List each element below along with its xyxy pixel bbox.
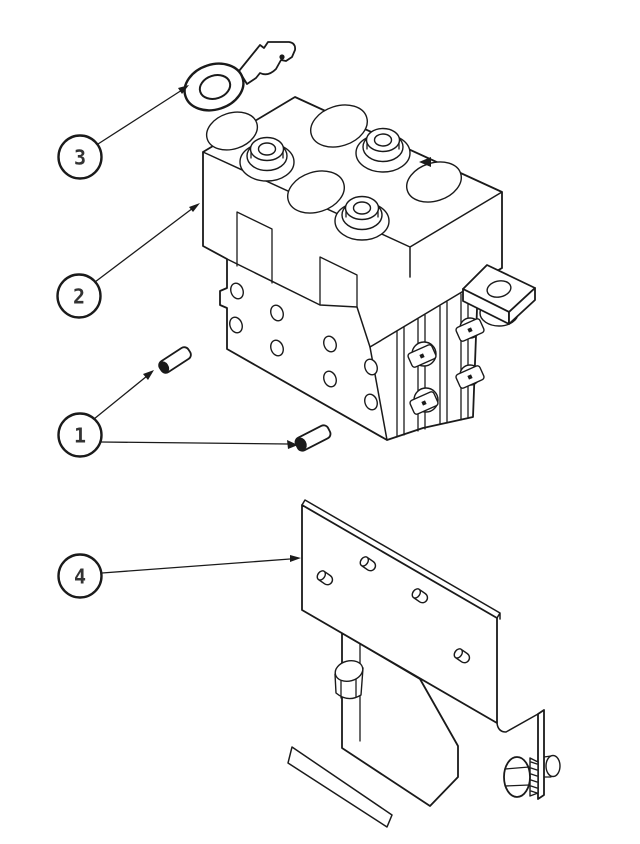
block-mounting-ear [462,264,536,327]
block-top-hole [310,104,368,148]
callout-2-number: 2 [73,285,85,309]
block-top-face-edges [202,151,503,278]
bracket-right-flange [537,709,545,800]
block-coil-notch-1 [236,211,273,284]
callout-1-arrowhead-upper [143,370,154,380]
bracket-stud-tip [543,754,561,778]
part-terminal-pin-upper [158,346,192,374]
callout-1: 1 [57,370,298,458]
part-mounting-bracket [287,499,561,828]
callout-3-number: 3 [74,146,86,170]
block-front-rivet-holes [229,282,378,411]
callout-1-leader-lower [100,441,289,445]
block-top-hole [205,111,259,151]
callout-4: 4 [57,553,301,599]
bracket-hex-bolt [334,659,364,700]
block-coil-notch-2 [319,256,358,308]
callout-1-number: 1 [74,424,86,448]
callout-2-leader [94,207,194,283]
bracket-stud [359,556,377,572]
part-key-ring-terminal [183,41,297,112]
callout-4-arrowhead [290,555,301,562]
spade-terminal [407,344,437,368]
bracket-fold [496,713,539,733]
callout-3-balloon [57,134,103,180]
callout-4-balloon [57,553,103,599]
ear-hole [486,280,512,298]
bracket-stud [411,588,429,604]
callout-3-arrowhead [178,85,189,94]
bracket-stud [316,570,334,586]
bracket-stud [453,648,471,664]
bracket-plate-thickness [301,499,501,620]
callout-4-number: 4 [74,565,86,589]
spade-terminal [455,318,485,342]
spade-terminal [409,391,439,415]
block-stud [355,127,411,173]
stud-pointer-arrowhead [419,157,431,167]
callout-2-arrowhead [189,203,200,212]
block-stud [239,136,295,182]
callout-2-balloon [56,273,102,319]
block-top-hole [287,170,345,214]
key-ring-hole [198,74,232,100]
part-terminal-pin-lower [294,424,332,452]
callout-1-arrowhead-lower [287,440,298,449]
callout-1-leader-upper [93,375,148,420]
block-stud [334,195,390,241]
callout-1-balloon [57,412,103,458]
block-side-strips [396,289,469,438]
part-contactor-block [202,96,536,441]
callout-3-leader [97,89,183,145]
callout-2: 2 [56,203,200,319]
bracket-foot [287,746,393,828]
key-tab-hole [279,54,285,60]
bracket-flange-bolt [503,756,539,798]
callout-4-leader [101,558,291,574]
block-band-fold [226,258,371,348]
callout-3: 3 [57,85,189,180]
spade-terminal [455,365,485,389]
key-tab [238,41,297,85]
block-spade-terminals [407,317,485,415]
